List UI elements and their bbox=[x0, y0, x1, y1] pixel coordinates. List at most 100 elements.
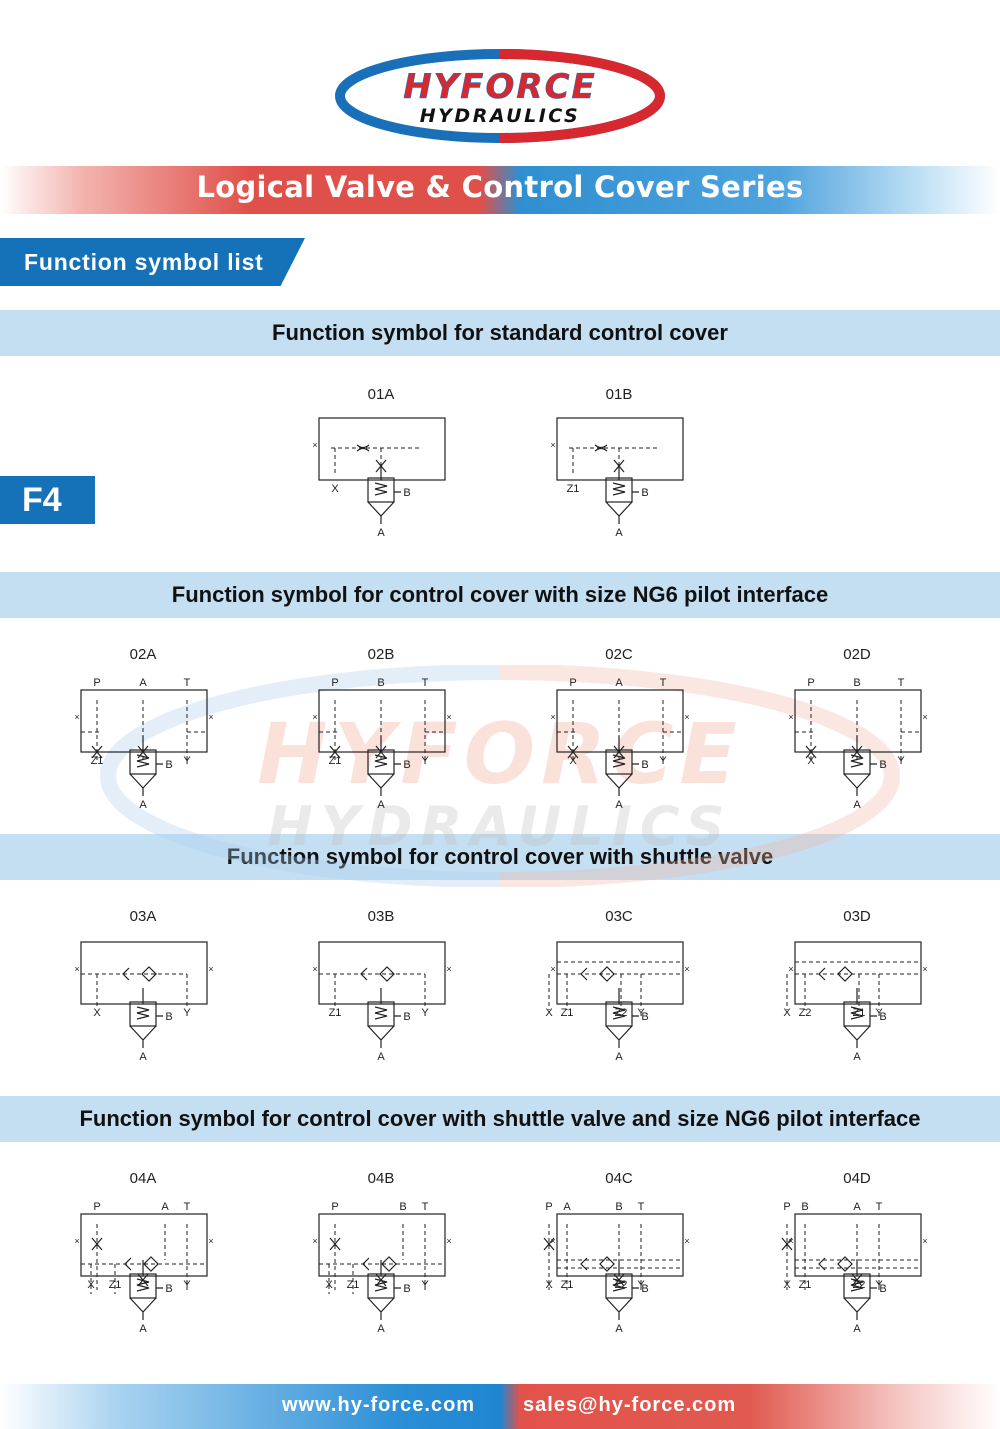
port-label-bottom: Z1 bbox=[109, 1279, 122, 1291]
edge-port-mark: × bbox=[446, 712, 451, 722]
port-label-bottom: X bbox=[331, 483, 339, 495]
port-label-bottom: X bbox=[93, 1007, 101, 1019]
poppet-icon bbox=[129, 763, 163, 796]
spring-icon bbox=[374, 1006, 388, 1020]
symbol-code: 01B bbox=[605, 386, 633, 403]
port-label-top: T bbox=[898, 677, 905, 689]
shuttle-ball-icon bbox=[599, 1256, 615, 1272]
cartridge-body bbox=[605, 477, 633, 503]
edge-port-mark: × bbox=[922, 964, 927, 974]
port-label-top: T bbox=[660, 677, 667, 689]
spring-icon bbox=[612, 754, 626, 768]
port-label-bottom: Y bbox=[421, 1279, 429, 1291]
cartridge-body bbox=[843, 1273, 871, 1299]
port-label-top: A bbox=[615, 677, 623, 689]
footer-website[interactable]: www.hy-force.com bbox=[282, 1394, 476, 1416]
port-label-top: B bbox=[801, 1201, 808, 1213]
port-label-top: T bbox=[876, 1201, 883, 1213]
port-label-a: A bbox=[377, 1051, 385, 1063]
edge-port-mark: × bbox=[312, 712, 317, 722]
shuttle-ball-icon bbox=[837, 966, 853, 982]
poppet-icon bbox=[843, 1015, 877, 1048]
edge-port-mark: × bbox=[208, 1236, 213, 1246]
symbol-code: 01A bbox=[367, 386, 395, 403]
port-label-top: P bbox=[569, 677, 576, 689]
edge-port-mark: × bbox=[788, 712, 793, 722]
edge-port-mark: × bbox=[208, 964, 213, 974]
port-label-bottom: Z2 bbox=[799, 1007, 812, 1019]
port-label-b: B bbox=[879, 1283, 886, 1295]
footer-email[interactable]: sales@hy-force.com bbox=[523, 1394, 737, 1416]
section-heading-standard: Function symbol for standard control cov… bbox=[0, 310, 1000, 356]
symbol-code: 04D bbox=[843, 1170, 871, 1187]
port-label-b: B bbox=[165, 1011, 172, 1023]
symbol-code: 03C bbox=[605, 908, 633, 925]
shuttle-seat-icon bbox=[818, 1257, 826, 1271]
shuttle-ball-icon bbox=[143, 1256, 159, 1272]
port-label-a: A bbox=[377, 799, 385, 811]
watermark-line2: HYDRAULICS bbox=[267, 795, 732, 858]
port-label-bottom: Z1 bbox=[329, 755, 342, 767]
cover-body bbox=[556, 1213, 684, 1277]
cover-body bbox=[556, 941, 684, 1005]
edge-port-mark: × bbox=[446, 964, 451, 974]
port-label-bottom: Y bbox=[183, 1279, 191, 1291]
spring-icon bbox=[136, 754, 150, 768]
poppet-icon bbox=[367, 491, 401, 524]
symbol-code: 03D bbox=[843, 908, 871, 925]
symbol-code: 04C bbox=[605, 1170, 633, 1187]
cartridge-body bbox=[367, 1001, 395, 1027]
series-title-banner: Logical Valve & Control Cover Series bbox=[0, 166, 1000, 214]
port-label-top: T bbox=[422, 1201, 429, 1213]
port-label-b: B bbox=[641, 1283, 648, 1295]
port-label-a: A bbox=[615, 527, 623, 539]
port-label-b: B bbox=[403, 759, 410, 771]
port-label-top: P bbox=[783, 1201, 790, 1213]
spring-icon bbox=[612, 482, 626, 496]
spring-icon bbox=[136, 1278, 150, 1292]
symbol-code: 02B bbox=[367, 646, 395, 663]
edge-port-mark: × bbox=[684, 964, 689, 974]
edge-port-mark: × bbox=[550, 440, 555, 450]
cartridge-body bbox=[367, 477, 395, 503]
port-label-a: A bbox=[853, 799, 861, 811]
port-label-b: B bbox=[403, 1283, 410, 1295]
cover-body bbox=[794, 941, 922, 1005]
cartridge-body bbox=[129, 1273, 157, 1299]
section-heading-text: Function symbol for control cover with s… bbox=[226, 844, 774, 869]
port-label-bottom: X bbox=[545, 1007, 553, 1019]
port-label-top: A bbox=[139, 677, 147, 689]
port-label-top: P bbox=[331, 677, 338, 689]
cartridge-body bbox=[129, 1001, 157, 1027]
port-label-a: A bbox=[615, 1051, 623, 1063]
edge-port-mark: × bbox=[312, 1236, 317, 1246]
spring-icon bbox=[136, 1006, 150, 1020]
edge-port-mark: × bbox=[446, 1236, 451, 1246]
port-label-bottom: X bbox=[87, 1279, 95, 1291]
shuttle-seat-icon bbox=[122, 967, 130, 981]
hyforce-logo: HYFORCE HYDRAULICS bbox=[335, 49, 665, 143]
port-label-top: P bbox=[93, 1201, 100, 1213]
poppet-icon bbox=[367, 1015, 401, 1048]
port-label-b: B bbox=[641, 759, 648, 771]
section-heading-shuttle: Function symbol for control cover with s… bbox=[0, 834, 1000, 880]
poppet-icon bbox=[129, 1287, 163, 1320]
edge-port-mark: × bbox=[312, 964, 317, 974]
edge-port-mark: × bbox=[550, 964, 555, 974]
poppet-icon bbox=[843, 763, 877, 796]
throttle-icon bbox=[329, 1237, 341, 1251]
edge-port-mark: × bbox=[550, 1236, 555, 1246]
port-label-a: A bbox=[139, 799, 147, 811]
port-label-top: T bbox=[184, 1201, 191, 1213]
spring-icon bbox=[850, 1278, 864, 1292]
